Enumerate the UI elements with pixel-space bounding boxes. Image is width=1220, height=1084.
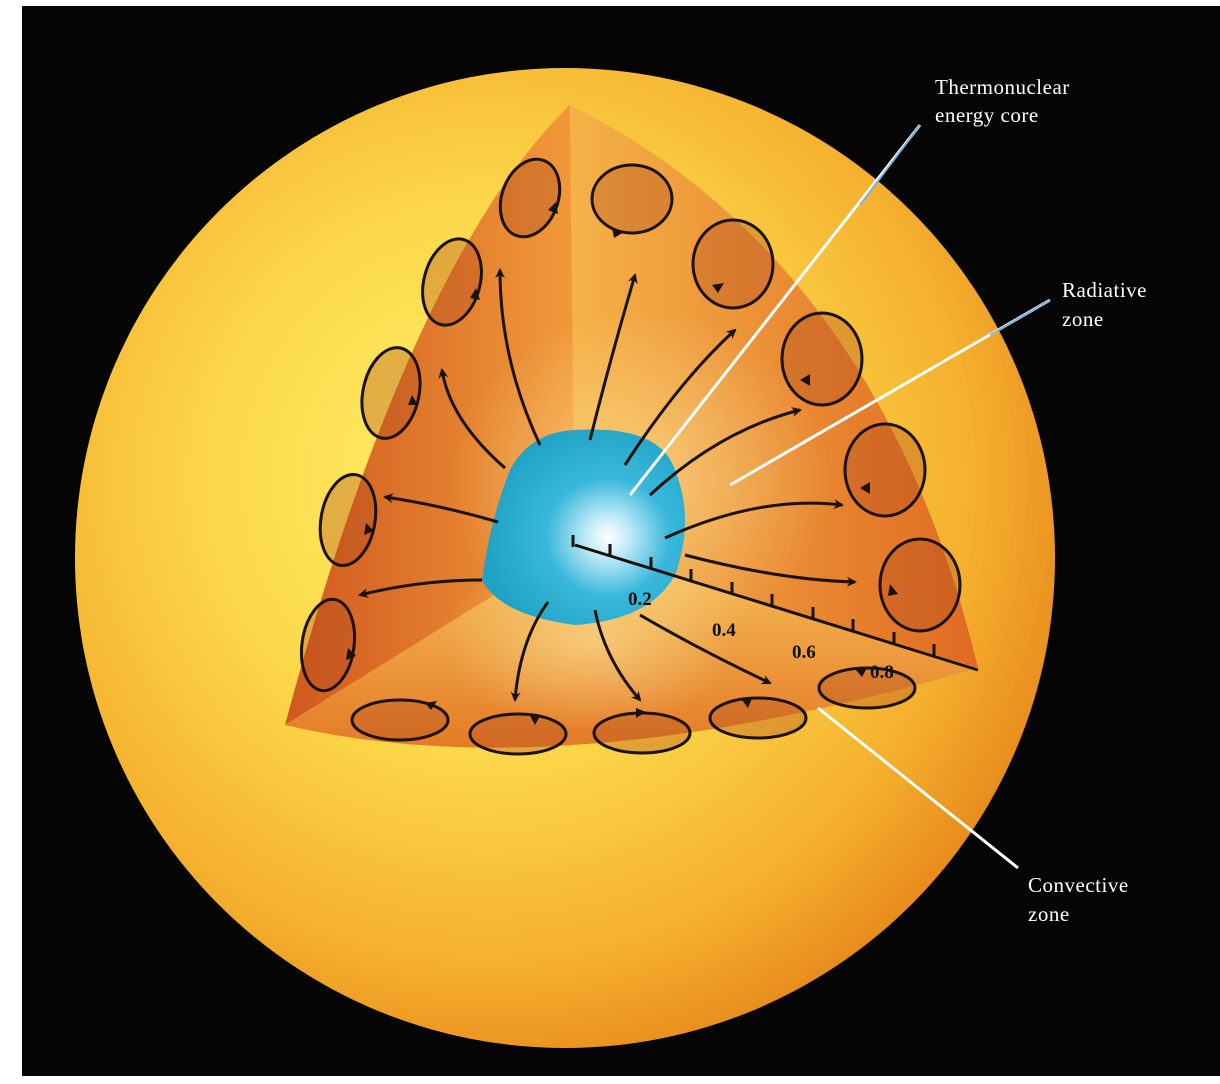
sun-structure-diagram: 0.2 0.4 0.6 0.8 Thermonuclear energy cor… <box>22 6 1220 1076</box>
radiative-label-line2: zone <box>1062 307 1104 331</box>
convection-cell <box>693 220 773 308</box>
convection-cell <box>819 668 915 708</box>
scale-label-0.8: 0.8 <box>870 662 894 683</box>
core-label-line1: Thermonuclear <box>935 75 1070 99</box>
convection-cell <box>470 714 566 754</box>
convection-cell <box>845 424 925 516</box>
radiative-label-line1: Radiative <box>1062 278 1147 302</box>
scale-label-0.4: 0.4 <box>712 620 736 641</box>
convection-cell <box>880 539 960 631</box>
scale-label-0.6: 0.6 <box>792 642 816 663</box>
convection-cell <box>594 713 690 753</box>
convection-cell <box>592 165 672 233</box>
scale-label-0.2: 0.2 <box>628 589 652 610</box>
convective-label-line1: Convective <box>1028 873 1129 897</box>
convective-label-line2: zone <box>1028 902 1070 926</box>
core-label-line2: energy core <box>935 103 1039 127</box>
sun-illustration: 0.2 0.4 0.6 0.8 Thermonuclear energy cor… <box>22 6 1220 1076</box>
convection-cell <box>782 313 862 405</box>
convection-cell <box>710 698 806 738</box>
